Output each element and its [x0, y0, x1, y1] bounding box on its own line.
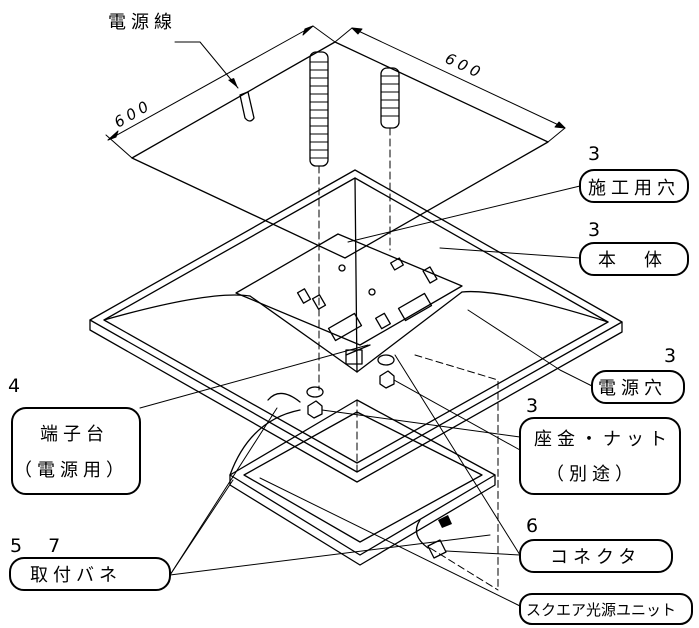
label-box-main-body [579, 242, 689, 276]
label-box-spring [9, 557, 171, 591]
callout-number-terminal-block: 4 [8, 375, 30, 397]
main-body-frame [89, 169, 623, 483]
washer-nut-parts [306, 354, 395, 419]
label-washer-nut-line1: 座金・ナット [534, 429, 672, 450]
label-terminal-block-line2: （電源用） [14, 460, 129, 481]
label-box-connector [519, 539, 673, 573]
dimension-lines [105, 25, 566, 159]
leader-lines [139, 185, 593, 607]
label-box-terminal-block [11, 407, 141, 495]
label-box-square-unit [519, 593, 693, 625]
label-square-unit: スクエア光源ユニット [526, 601, 676, 619]
callout-number-connector: 6 [526, 515, 548, 537]
label-terminal-block-line1: 端子台 [40, 424, 109, 445]
label-connector: コネクタ [550, 547, 641, 568]
power-cable [174, 41, 255, 122]
label-main-body: 本 体 [598, 250, 667, 271]
power-cable-label: 電源線 [108, 12, 177, 33]
label-box-washer-nut [519, 417, 681, 495]
callout-number-spring: 5 7 [10, 535, 70, 557]
label-spring: 取付バネ [30, 565, 122, 586]
ceiling-panel [131, 41, 549, 259]
coil-right [380, 67, 400, 129]
callout-number-main-body: 3 [588, 219, 610, 241]
label-construction-hole: 施工用穴 [588, 178, 680, 199]
callout-number-power-hole: 3 [664, 345, 686, 367]
callout-number-washer-nut: 3 [526, 395, 548, 417]
label-power-hole: 電源穴 [598, 378, 667, 399]
dimension-right-text: 600 [442, 49, 486, 82]
callout-number-construction-hole: 3 [588, 143, 610, 165]
coil-left [309, 51, 329, 167]
label-box-construction-hole [579, 169, 689, 203]
label-box-power-hole [591, 370, 685, 404]
square-light-unit [229, 392, 496, 566]
label-washer-nut-line2: （別途） [546, 464, 638, 485]
